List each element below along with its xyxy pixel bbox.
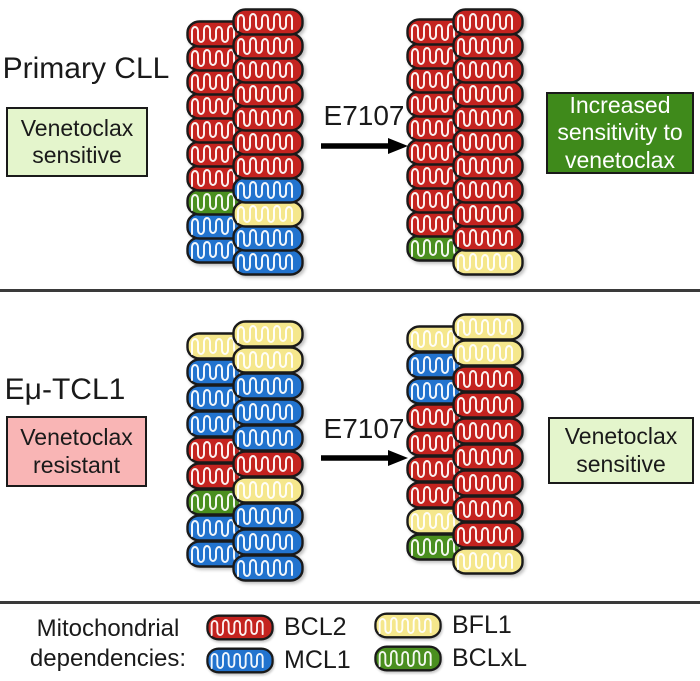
text-line: Venetoclax — [564, 423, 678, 450]
mitochondrion-red — [452, 469, 524, 497]
mitochondrion-red — [452, 224, 524, 252]
text-line: sensitivity to — [557, 119, 683, 146]
mitochondrion-yellow — [232, 476, 304, 504]
legend-entry-label: BFL1 — [452, 611, 512, 639]
mitochondrion-yellow — [452, 313, 524, 341]
text-line: Increased — [569, 92, 671, 119]
mitochondrion-blue — [232, 502, 304, 530]
mitochondrion-red — [452, 200, 524, 228]
mitochondrion-red — [452, 365, 524, 393]
mitochondrion-blue — [232, 398, 304, 426]
mitochondrion-red — [232, 32, 304, 60]
legend-entry-label: MCL1 — [284, 646, 351, 674]
mitochondrion-blue — [232, 372, 304, 400]
legend-label: Mitochondrial dependencies: — [20, 614, 196, 674]
mitochondrion-blue — [232, 424, 304, 452]
mitochondrion-red — [452, 152, 524, 180]
mitochondrion-yellow — [232, 346, 304, 374]
mitochondrion-blue — [232, 528, 304, 556]
mitochondrion-yellow — [374, 612, 442, 639]
mito-stack-after-front — [452, 313, 524, 575]
mitochondrion-red — [452, 104, 524, 132]
mitochondrion-red — [452, 443, 524, 471]
legend-entry-mcl1: MCL1 — [206, 646, 351, 675]
mito-stack-after-front — [452, 8, 524, 276]
mitochondrion-red — [232, 450, 304, 478]
mitochondrion-red — [232, 104, 304, 132]
mitochondrion-green — [374, 645, 442, 672]
text-line: venetoclax — [565, 146, 675, 173]
mito-stack-before-front — [232, 320, 304, 582]
legend-entry-bfl1: BFL1 — [374, 611, 512, 640]
text-line: resistant — [33, 451, 120, 478]
legend-entry-bcl2: BCL2 — [206, 613, 347, 642]
mitochondrion-red — [452, 521, 524, 549]
mitochondrion-red — [452, 391, 524, 419]
text-line: dependencies: — [29, 645, 187, 672]
mitochondrion-red — [452, 417, 524, 445]
mitochondrion-yellow — [232, 200, 304, 228]
mitochondrion-red — [232, 152, 304, 180]
text-line: sensitive — [576, 450, 666, 477]
mito-stack-before-front — [232, 8, 304, 276]
text-line: Venetoclax — [20, 424, 133, 451]
mitochondrion-blue — [232, 224, 304, 252]
panel-divider — [0, 289, 700, 292]
panel-title: Eμ-TCL1 — [4, 373, 126, 406]
mitochondrion-yellow — [452, 339, 524, 367]
panel-title: Primary CLL — [2, 52, 170, 85]
mitochondrion-red — [232, 56, 304, 84]
legend-entry-label: BCLxL — [452, 644, 528, 672]
mitochondrion-yellow — [452, 547, 524, 575]
mitochondrion-red — [452, 176, 524, 204]
mitochondrion-yellow — [232, 320, 304, 348]
arrow-right-icon — [321, 138, 408, 154]
treatment-label: E7107 — [323, 413, 405, 444]
text-line: Venetoclax — [20, 114, 134, 141]
text-line: sensitive — [32, 142, 122, 168]
text-line: Mitochondrial — [36, 615, 180, 642]
legend-entry-bclxl: BCLxL — [374, 644, 527, 673]
mitochondrion-blue — [232, 176, 304, 204]
legend-entry-label: BCL2 — [284, 613, 347, 641]
mitochondrion-red — [206, 614, 274, 641]
mitochondrion-red — [452, 495, 524, 523]
mitochondrion-red — [232, 80, 304, 108]
mitochondrion-red — [452, 32, 524, 60]
mitochondrion-red — [452, 8, 524, 36]
mitochondrion-blue — [232, 554, 304, 582]
mitochondrion-red — [452, 56, 524, 84]
arrow-right-icon — [321, 450, 408, 466]
treatment-label: E7107 — [323, 100, 405, 131]
mitochondrion-blue — [206, 647, 274, 674]
panel-divider — [0, 601, 700, 604]
mitochondrion-red — [232, 8, 304, 36]
mitochondrion-red — [452, 128, 524, 156]
mitochondrion-yellow — [452, 248, 524, 276]
mitochondrion-red — [232, 128, 304, 156]
mitochondrion-red — [452, 80, 524, 108]
mitochondrion-blue — [232, 248, 304, 276]
